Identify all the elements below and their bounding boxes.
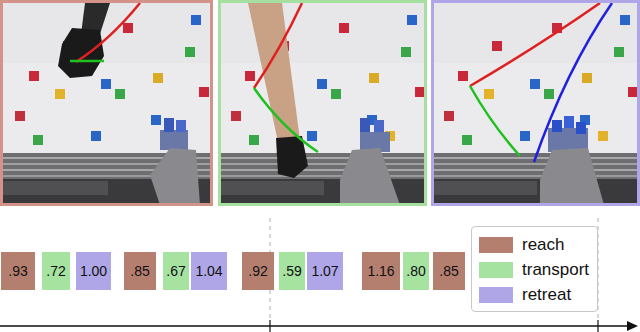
duration-value: 1.04 xyxy=(195,263,222,279)
duration-box: 1.04 xyxy=(191,252,227,290)
duration-box: 1.00 xyxy=(76,252,111,290)
duration-value: .72 xyxy=(46,263,65,279)
duration-value: .85 xyxy=(130,263,149,279)
duration-box: .72 xyxy=(42,252,70,290)
duration-box: .85 xyxy=(433,252,465,290)
duration-box: .92 xyxy=(242,252,274,290)
legend-swatch xyxy=(479,237,513,253)
legend-row: retreat xyxy=(479,282,591,307)
duration-box: .80 xyxy=(403,252,429,290)
duration-value: 1.07 xyxy=(311,263,338,279)
duration-value: .85 xyxy=(439,263,458,279)
legend-row: transport xyxy=(479,257,591,282)
legend-row: reach xyxy=(479,232,591,257)
legend: reach transport retreat xyxy=(471,226,598,312)
duration-value: .80 xyxy=(406,263,425,279)
legend-swatch xyxy=(479,262,513,278)
duration-value: .93 xyxy=(8,263,27,279)
duration-box: .67 xyxy=(163,252,189,290)
duration-box: .93 xyxy=(1,252,35,290)
legend-label: reach xyxy=(522,235,565,255)
duration-box: .85 xyxy=(124,252,156,290)
duration-value: 1.16 xyxy=(367,263,394,279)
duration-value: 1.00 xyxy=(80,263,107,279)
duration-value: .59 xyxy=(282,263,301,279)
duration-value: .92 xyxy=(248,263,267,279)
duration-box: 1.07 xyxy=(307,252,343,290)
duration-box: 1.16 xyxy=(362,252,400,290)
legend-label: retreat xyxy=(522,285,571,305)
legend-label: transport xyxy=(522,260,589,280)
duration-box: .59 xyxy=(279,252,305,290)
duration-value: .67 xyxy=(166,263,185,279)
legend-swatch xyxy=(479,287,513,303)
